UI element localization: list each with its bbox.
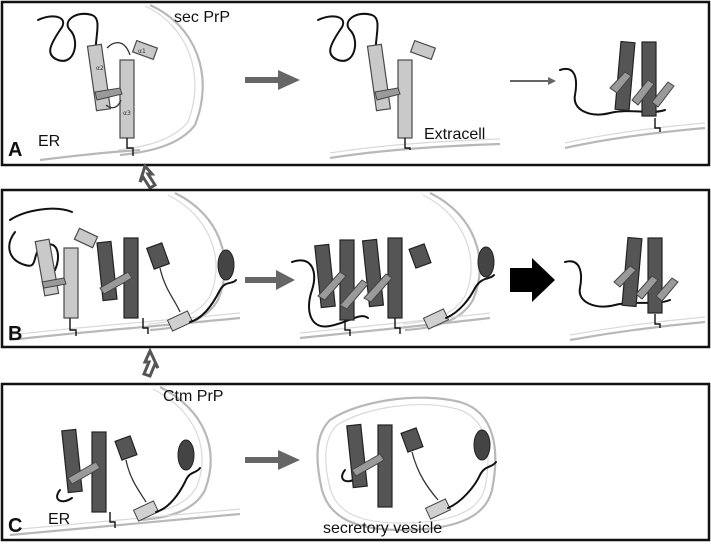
label-secretory-vesicle: secretory vesicle [323,520,442,537]
label-er: ER [38,133,60,150]
conversion-arrow [245,70,300,90]
sec-prp-molecule: α2 α3 α1 [37,12,159,156]
panel-letter-b: B [8,323,22,345]
svg-text:α2: α2 [96,65,104,72]
svg-text:α1: α1 [138,48,146,55]
transmembrane-domain [132,500,160,522]
transition-arrow-a-b [138,162,158,191]
ctm-prp-molecule [56,428,201,528]
panel-c: Ctm PrP ER secretory vesicle C [0,382,711,542]
helix-a3 [119,59,135,139]
panel-letter-a: A [8,139,22,161]
label-er-c: ER [48,511,70,528]
sec-prp-molecule-extracellular [317,12,437,150]
n-terminal-tail [37,12,99,71]
helix-a1 [131,39,159,61]
er-membrane-curve [119,3,204,157]
label-ctm-prp: Ctm PrP [163,388,223,405]
amplification-arrow [510,258,555,302]
beta-strand [94,87,123,101]
label-sec-prp: sec PrP [174,9,230,26]
gpi-anchor [126,138,134,156]
panel-b: B [0,188,711,349]
panel-b-frame [0,188,711,349]
panel-letter-c: C [8,515,22,537]
transition-arrow-b-c [141,347,160,378]
secretory-vesicle-membrane [316,396,497,532]
label-extracell: Extracell [424,126,485,143]
scrapie-prp-molecule [559,40,675,132]
svg-text:α3: α3 [123,110,131,117]
c-terminal-domain [177,439,195,471]
panel-a: α2 α3 α1 [0,0,711,167]
